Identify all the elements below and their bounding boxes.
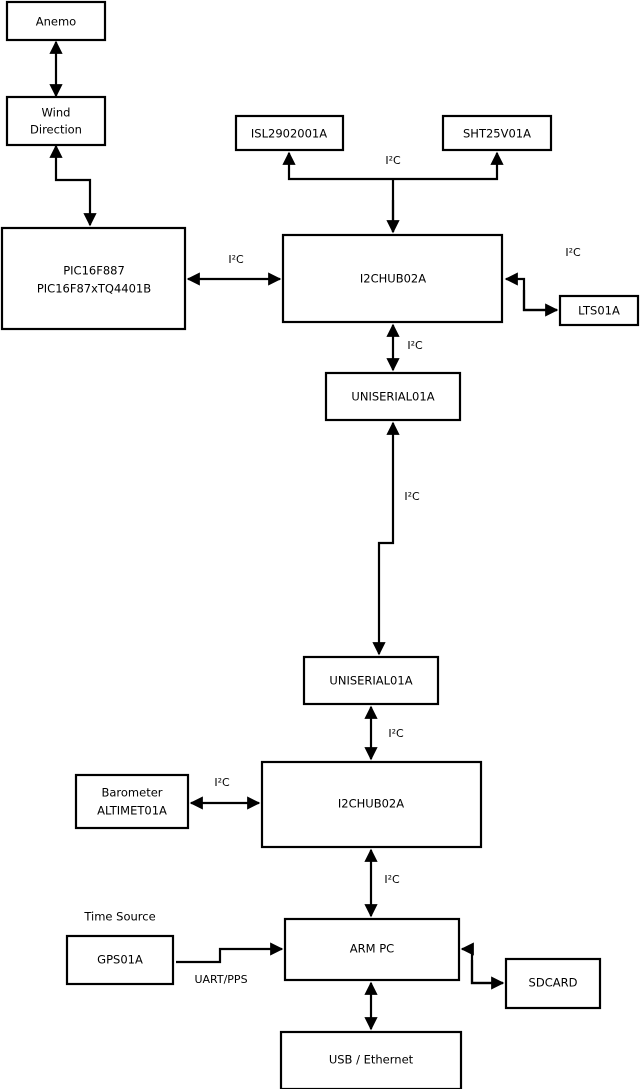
node-i2chub02a-top-label: I2CHUB02A [360,272,426,286]
node-gps01a-label: GPS01A [97,953,143,967]
edge-unitop-unibottom [372,421,400,656]
node-uniserial01a-top-label: UNISERIAL01A [351,390,434,404]
node-arm-pc-label: ARM PC [350,942,394,956]
edge-label-gps-armpc: UART/PPS [194,973,247,986]
edge-label-uni-uni-link: I²C [404,490,420,503]
node-barometer-label-line1: Barometer [101,786,162,800]
node-pic-mcu-label-line2: PIC16F87xTQ4401B [37,282,151,296]
node-barometer-label-line2: ALTIMET01A [97,804,167,818]
edge-gps-armpc [176,942,284,964]
node-anemo-label: Anemo [36,15,76,29]
node-uniserial01a-top[interactable]: UNISERIAL01A [324,371,462,422]
node-i2chub02a-bottom[interactable]: I2CHUB02A [260,760,483,849]
node-anemo[interactable]: Anemo [5,0,107,42]
node-lts01a[interactable]: LTS01A [558,294,640,327]
node-usb-ethernet[interactable]: USB / Ethernet [279,1030,463,1089]
node-sht25v01a[interactable]: SHT25V01A [441,114,553,152]
free-labels: Time Source [83,910,155,924]
edge-bus-isl [282,151,393,181]
node-uniserial01a-bottom[interactable]: UNISERIAL01A [302,655,440,706]
node-wind-direction-label-line2: Direction [30,123,82,137]
edge-wind-pic [49,144,97,227]
node-sht25v01a-label: SHT25V01A [463,127,531,141]
edge-sdcard-armpc [460,942,503,985]
node-i2chub02a-top[interactable]: I2CHUB02A [281,233,504,324]
node-sdcard-label: SDCARD [529,976,578,990]
edges [49,40,559,1031]
edge-labels: I²C I²C I²C I²C I²C I²C I²C I²C UART/PPS [194,154,581,986]
node-lts01a-label: LTS01A [578,304,620,318]
node-uniserial01a-bottom-label: UNISERIAL01A [329,674,412,688]
edge-label-uni-hub-bottom: I²C [388,727,404,740]
edge-hubtop-lts [522,290,559,317]
edge-armpc-sdcard [470,960,505,990]
edge-label-isl-sht-bus: I²C [385,154,401,167]
node-isl2902001a-label: ISL2902001A [251,127,327,141]
edge-label-hub-armpc: I²C [384,873,400,886]
node-wind-direction[interactable]: Wind Direction [5,95,107,147]
node-arm-pc[interactable]: ARM PC [283,917,461,982]
edge-bus-sht [393,151,504,181]
node-i2chub02a-bottom-label: I2CHUB02A [338,797,404,811]
edge-lts-hubtop [504,272,557,312]
node-isl2902001a[interactable]: ISL2902001A [234,114,345,152]
node-wind-direction-label-line1: Wind [42,106,71,120]
node-pic-mcu[interactable]: PIC16F887 PIC16F87xTQ4401B [0,226,187,331]
node-pic-mcu-label-line1: PIC16F887 [63,264,125,278]
edge-label-hub-uni-top: I²C [407,339,423,352]
node-usb-ethernet-label: USB / Ethernet [329,1053,414,1067]
edge-label-pic-hub: I²C [228,253,244,266]
label-time-source: Time Source [83,910,155,924]
node-gps01a[interactable]: GPS01A [65,934,175,986]
node-sdcard[interactable]: SDCARD [504,957,602,1010]
edge-label-lts-hub: I²C [565,246,581,259]
node-barometer[interactable]: Barometer ALTIMET01A [74,773,190,830]
edge-label-barometer-hub: I²C [214,776,230,789]
